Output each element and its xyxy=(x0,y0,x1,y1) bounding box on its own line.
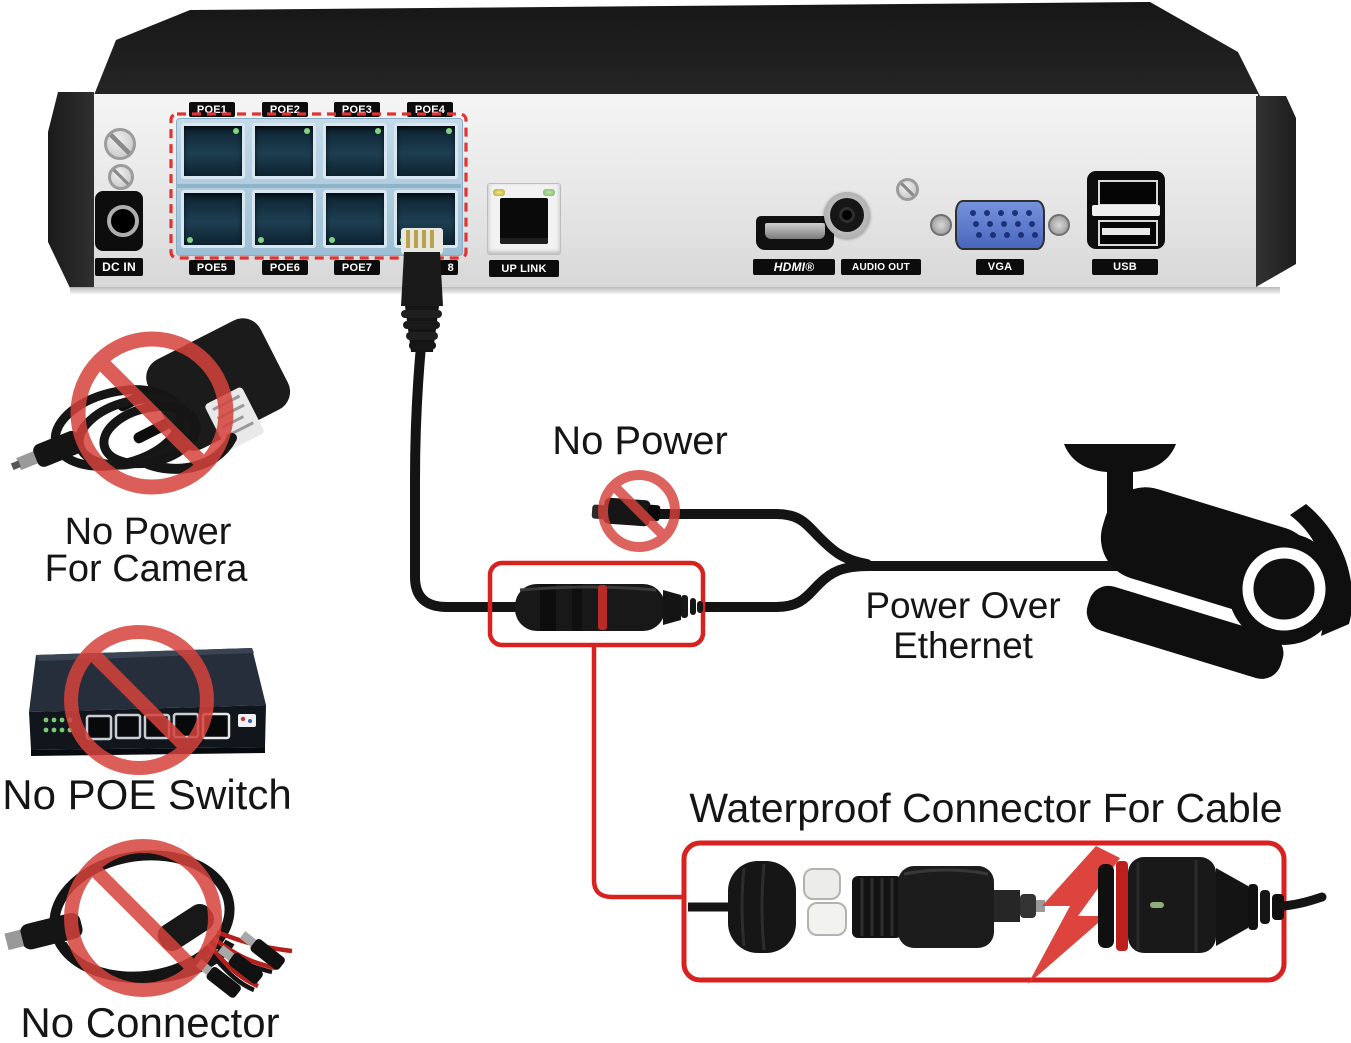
no-power-for-camera-line1: No Power xyxy=(64,511,232,553)
hdmi-label: HDMI® xyxy=(753,259,835,275)
waterproof-connector-title: Waterproof Connector For Cable xyxy=(689,785,1283,831)
dc-in-jack xyxy=(95,191,143,251)
dc-in-label: DC IN xyxy=(95,258,143,276)
rj45-jack-icon xyxy=(500,198,548,244)
audio-out-label: AUDIO OUT xyxy=(841,259,921,275)
screw-icon xyxy=(108,164,134,190)
poe-port-6 xyxy=(252,190,316,248)
camera-icon xyxy=(1064,444,1351,679)
rj45-plug-icon xyxy=(401,228,443,352)
usb-ports xyxy=(1087,171,1165,249)
power-over-ethernet-line1: Power Over xyxy=(865,585,1061,626)
poe-port-3 xyxy=(323,123,387,179)
nvr-left-edge xyxy=(48,92,94,288)
poe-port-1 xyxy=(181,123,245,179)
poe-bank-seam xyxy=(176,184,461,188)
nvr-right-edge xyxy=(1256,96,1296,287)
prohibition-icon-power-adapter xyxy=(70,331,234,495)
no-power-for-camera-line2: For Camera xyxy=(44,548,248,590)
audio-out-jack xyxy=(824,192,870,238)
usb-divider xyxy=(1092,205,1160,216)
dc-barrel-socket xyxy=(107,205,139,237)
red-leader-line xyxy=(591,647,682,900)
ethernet-cable xyxy=(410,341,1167,612)
poe5-label: POE5 xyxy=(189,260,235,275)
waterproof-connector-inline-icon xyxy=(515,584,703,631)
hdmi-port xyxy=(756,216,834,250)
usb-tongue-icon xyxy=(1102,228,1150,235)
vga-screw-icon xyxy=(930,214,952,236)
usb-label: USB xyxy=(1092,259,1158,275)
poe-highlight-dashed-box xyxy=(169,112,468,260)
uplink-led-yellow xyxy=(493,189,505,196)
no-power-caption: No Power xyxy=(552,419,728,463)
prohibition-icon-splitter xyxy=(64,839,222,997)
screw-icon xyxy=(896,178,919,201)
red-arrow-icon xyxy=(1028,846,1120,984)
poe7-label: POE7 xyxy=(334,260,380,275)
prohibition-icon-poe-switch xyxy=(64,625,214,775)
vga-pins-icon xyxy=(970,210,976,216)
poe-port-4 xyxy=(394,123,458,179)
vga-label: VGA xyxy=(976,259,1024,275)
nvr-bottom-shadow xyxy=(70,287,1280,295)
nvr-top-bezel xyxy=(92,2,1262,100)
vga-port xyxy=(955,200,1045,250)
prohibition-icon-no-power xyxy=(598,470,680,552)
hdmi-slot-icon xyxy=(765,223,825,239)
no-connector-caption: No Connector xyxy=(20,999,280,1043)
screw-icon xyxy=(104,128,136,160)
vga-screw-icon xyxy=(1048,214,1070,236)
poe-port-7 xyxy=(323,190,387,248)
uplink-label: UP LINK xyxy=(489,260,559,277)
power-over-ethernet-line2: Ethernet xyxy=(893,625,1033,666)
no-poe-switch-caption: No POE Switch xyxy=(2,771,292,818)
uplink-port xyxy=(487,183,561,255)
waterproof-connector-exploded-icon xyxy=(688,846,1327,984)
poe-port-2 xyxy=(252,123,316,179)
uplink-led-green xyxy=(543,189,555,196)
poe-port-5 xyxy=(181,190,245,248)
rca-hole-icon xyxy=(839,207,855,223)
poe6-label: POE6 xyxy=(262,260,308,275)
